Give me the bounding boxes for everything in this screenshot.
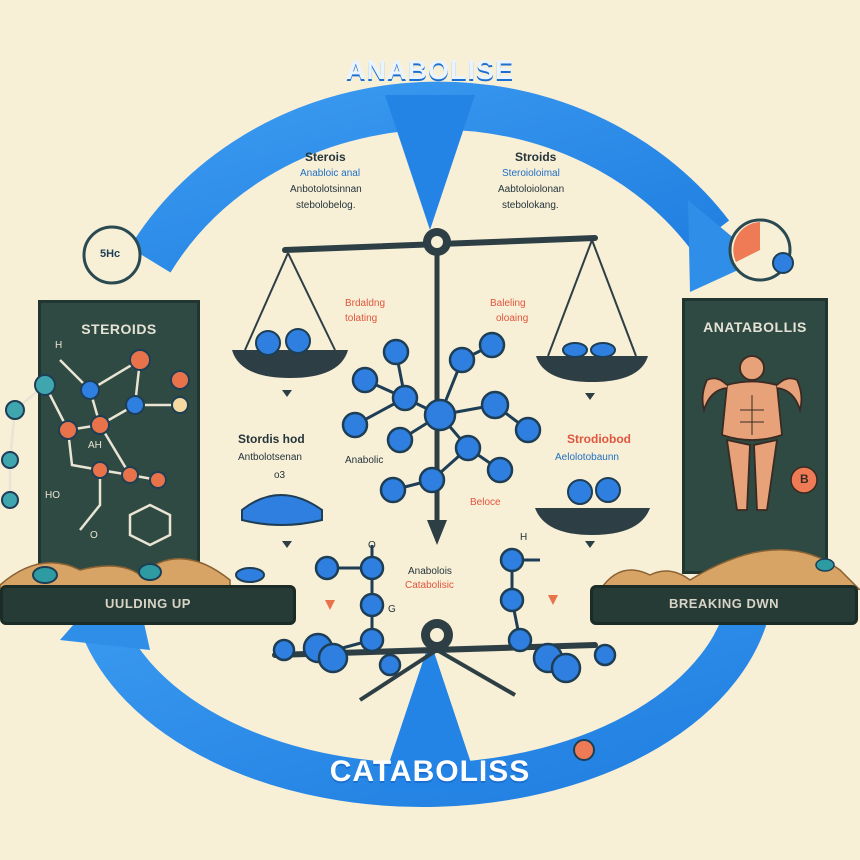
left-mid-label-3: o3	[274, 470, 286, 481]
center-label: Anabolic	[345, 455, 384, 466]
caption-left-line4: stebolobelog.	[296, 200, 356, 211]
left-panel-heading: STEROIDS	[81, 321, 157, 337]
anabolism-arrowhead	[688, 200, 760, 292]
right-panel-heading: ANATABOLLIS	[703, 319, 807, 335]
bottom-left-atom-label: G	[388, 604, 396, 615]
orange-dot	[573, 739, 595, 761]
bottom-label-2: Catabolisic	[405, 580, 454, 591]
top-left-badge-text: 5Hc	[100, 248, 121, 260]
top-left-badge	[82, 225, 142, 285]
caption-left-line3: Anbotolotsinnan	[290, 184, 362, 195]
caption-left-line2: Anabloic anal	[300, 168, 361, 179]
right-mid-label-1: Strodiobod	[567, 432, 631, 446]
central-molecule-atoms	[341, 331, 542, 504]
right-platform: BREAKING DWN	[590, 585, 858, 625]
right-sand-pile	[599, 549, 860, 590]
left-mid-label-2: Antbolotsenan	[238, 452, 302, 463]
left-panel: STEROIDS	[38, 300, 200, 581]
bottom-funnel	[380, 640, 480, 790]
left-pan-label-bottom: tolating	[345, 313, 378, 324]
right-panel: ANATABOLLIS	[682, 298, 828, 574]
right-badge: B	[800, 472, 809, 486]
left-steroid-molecule	[1, 349, 190, 547]
right-mid-label-2: Aelolotobaunn	[555, 452, 619, 463]
caption-right-line4: stebolokang.	[502, 200, 559, 211]
left-platform: UULDING UP	[0, 585, 296, 625]
left-sand-pile	[0, 557, 265, 590]
bottom-left-o-label: O	[368, 540, 376, 551]
caption-right-line3: Aabtoloiolonan	[498, 184, 565, 195]
top-funnel	[385, 95, 475, 230]
left-atom-ah: AH	[88, 440, 102, 451]
right-pan	[536, 356, 648, 382]
bottom-label-1: Anabolois	[408, 566, 452, 577]
right-pan-label-bottom: oloaing	[496, 313, 529, 324]
caption-right-line1: Stroids	[515, 150, 557, 164]
left-pan-label-top: Brdaldng	[345, 298, 386, 309]
center-low-label: Beloce	[470, 497, 501, 508]
right-mid-pan	[535, 508, 650, 535]
muscular-figure	[701, 355, 818, 511]
left-platform-label: UULDING UP	[105, 596, 191, 611]
left-atom-ho: HO	[45, 490, 60, 501]
bottom-right-h-label: H	[520, 532, 528, 543]
right-platform-label: BREAKING DWN	[669, 596, 779, 611]
caption-left-line1: Sterois	[305, 150, 346, 164]
left-mid-pile	[241, 494, 323, 526]
left-atom-h: H	[55, 340, 63, 351]
caption-right-line2: Steroioloimal	[502, 168, 560, 179]
catabolism-title: CATABOLISS	[329, 755, 531, 788]
left-mid-label-1: Stordis hod	[238, 432, 305, 446]
left-atom-o: O	[90, 530, 98, 541]
anabolism-title: ANABOLISE	[345, 55, 514, 85]
left-pan	[232, 350, 348, 378]
right-pan-label-top: Baleling	[490, 298, 526, 309]
